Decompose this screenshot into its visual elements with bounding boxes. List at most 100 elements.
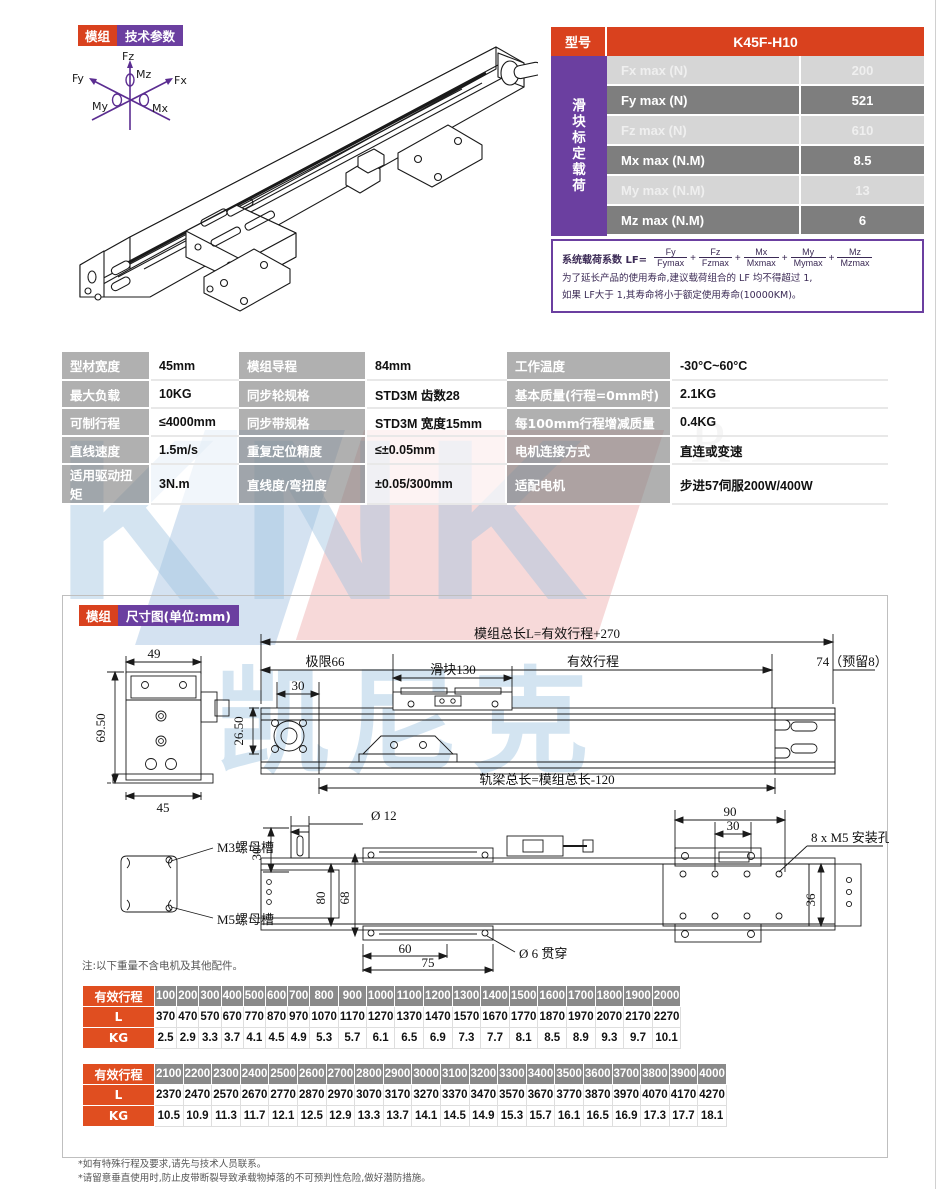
spec-value: 45mm — [150, 352, 239, 381]
load-row: My max (N.M)13 — [607, 176, 924, 206]
stroke-cell: 4170 — [668, 1084, 699, 1106]
stroke-cell: 5.7 — [337, 1027, 367, 1049]
stroke-cell: 1670 — [480, 1006, 510, 1028]
spec-value: -30°C~60°C — [671, 352, 888, 381]
formula-denominator: Mymax — [790, 257, 826, 269]
stroke-cell: 3600 — [582, 1063, 613, 1085]
stroke-cell: 300 — [198, 985, 222, 1007]
product-isometric-drawing — [79, 46, 538, 312]
formula-numerator: Mz — [848, 247, 861, 257]
stroke-cell: 3470 — [468, 1084, 499, 1106]
spec-key: 每100mm行程增减质量 — [506, 408, 672, 437]
load-row: Fx max (N)200 — [607, 56, 924, 86]
dim-36: 36 — [803, 893, 818, 907]
spec-value: ±0.05/300mm — [366, 464, 507, 505]
stroke-row-header: KG — [82, 1105, 155, 1127]
stroke-cell: 4270 — [697, 1084, 727, 1106]
spec-key: 直线度/弯扭度 — [238, 464, 367, 505]
stroke-cell: 870 — [264, 1006, 289, 1028]
stroke-cell: 3400 — [525, 1063, 556, 1085]
spec-key: 直线速度 — [62, 436, 151, 465]
stroke-cell: 200 — [176, 985, 200, 1007]
stroke-row-header: L — [82, 1084, 155, 1106]
side-char-4: 载 — [572, 162, 586, 178]
stroke-cell: 2170 — [623, 1006, 653, 1028]
model-value: K45F-H10 — [607, 27, 924, 56]
stroke-cell: 470 — [176, 1006, 200, 1028]
spec-key: 工作温度 — [506, 352, 672, 381]
load-row-label: Mz max (N.M) — [607, 206, 801, 234]
stroke-cell: 3670 — [525, 1084, 556, 1106]
side-char-5: 荷 — [572, 178, 586, 194]
stroke-cell: 1500 — [508, 985, 539, 1007]
load-row: Mz max (N.M) 6 — [607, 206, 924, 236]
stroke-cell: 3170 — [382, 1084, 413, 1106]
stroke-cell: 2100 — [154, 1063, 184, 1085]
stroke-cell: 3100 — [439, 1063, 470, 1085]
stroke-cell: 16.5 — [582, 1105, 613, 1127]
dimension-badge-group: 模组 尺寸图(单位:mm) — [79, 605, 239, 626]
stroke-cell: 2270 — [651, 1006, 682, 1028]
stroke-cell: 12.1 — [268, 1105, 298, 1127]
stroke-cell: 3.3 — [198, 1027, 222, 1049]
spec-key: 重复定位精度 — [238, 436, 367, 465]
spec-key: 基本质量(行程=0mm时) — [506, 380, 672, 409]
stroke-cell: 5.3 — [309, 1027, 339, 1049]
stroke-cell: 2970 — [325, 1084, 356, 1106]
stroke-cell: 2.5 — [153, 1027, 178, 1049]
stroke-cell: 4.9 — [287, 1027, 311, 1049]
side-char-3: 定 — [572, 146, 586, 162]
dim-68: 68 — [337, 892, 352, 905]
stroke-cell: 3500 — [554, 1063, 584, 1085]
stroke-cell: 1170 — [337, 1006, 367, 1028]
badge-module-dim: 模组 — [79, 605, 119, 626]
load-row-value: 521 — [851, 92, 874, 108]
load-factor-note-line2: 如果 LF大于 1,其寿命将小于额定使用寿命(10000KM)。 — [562, 290, 802, 301]
spec-value: 3N.m — [150, 464, 239, 505]
stroke-cell: 2200 — [182, 1063, 213, 1085]
stroke-cell: 6.5 — [394, 1027, 425, 1049]
tech-params-badge-group: 模组 技术参数 — [78, 25, 184, 46]
badge-tech-params: 技术参数 — [117, 25, 184, 46]
spec-key: 模组导程 — [238, 352, 367, 381]
stroke-cell: 3270 — [411, 1084, 441, 1106]
dim-reserve: 74（预留8） — [816, 654, 888, 669]
stroke-cell: 2.9 — [176, 1027, 200, 1049]
stroke-cell: 3570 — [497, 1084, 527, 1106]
stroke-cell: 13.3 — [354, 1105, 384, 1127]
stroke-cell: 17.3 — [640, 1105, 670, 1127]
stroke-cell: 2600 — [296, 1063, 327, 1085]
stroke-cell: 1100 — [394, 985, 425, 1007]
dim-front-height: 69.50 — [93, 713, 108, 742]
dim-dia12: Ø 12 — [371, 808, 397, 823]
stroke-cell: 6.1 — [365, 1027, 396, 1049]
stroke-cell: 670 — [220, 1006, 244, 1028]
stroke-cell: 8.5 — [537, 1027, 568, 1049]
stroke-cell: 100 — [153, 985, 178, 1007]
force-label-my: My — [92, 100, 108, 113]
stroke-cell: 4070 — [640, 1084, 670, 1106]
stroke-cell: 11.3 — [211, 1105, 241, 1127]
stroke-cell: 15.7 — [525, 1105, 556, 1127]
load-row-value: 6 — [858, 212, 867, 228]
load-row: Fy max (N)521 — [607, 86, 924, 116]
model-label: 型号 — [551, 27, 607, 56]
stroke-cell: 9.3 — [594, 1027, 625, 1049]
stroke-cell: 1970 — [566, 1006, 596, 1028]
stroke-cell: 400 — [220, 985, 244, 1007]
spec-key: 同步带规格 — [238, 408, 367, 437]
stroke-cell: 3370 — [439, 1084, 470, 1106]
stroke-cell: 1000 — [365, 985, 396, 1007]
dim-limit: 极限66 — [305, 654, 345, 669]
stroke-cell: 1370 — [394, 1006, 425, 1028]
footnotes: *如有特殊行程及要求,请先与技术人员联系。 *请留意垂直使用时,防止皮带断裂导致… — [78, 1158, 431, 1186]
